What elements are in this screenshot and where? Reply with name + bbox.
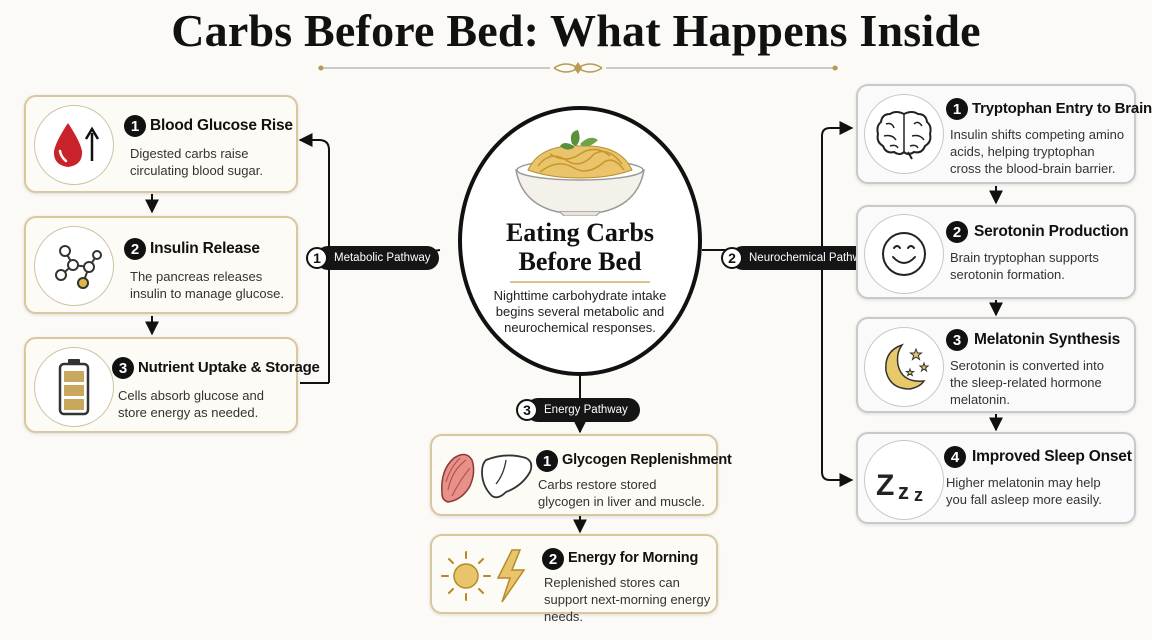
step-title: Energy for Morning	[568, 550, 699, 566]
step-description: Replenished stores can support next-morn…	[544, 575, 711, 624]
neurochemical-pathway-label: Neurochemical Pathway	[749, 252, 874, 264]
energy-pathway-pill: 3 Energy Pathway	[516, 398, 640, 422]
step-number-badge: 3	[946, 329, 968, 351]
energy-step-card-1: 1 Glycogen Replenishment Carbs restore s…	[430, 434, 732, 516]
metabolic-pathway-label: Metabolic Pathway	[334, 252, 431, 264]
step-number-badge: 4	[944, 446, 966, 468]
step-title: Blood Glucose Rise	[150, 117, 293, 134]
step-title: Serotonin Production	[974, 223, 1129, 240]
step-description: Digested carbs raise circulating blood s…	[130, 146, 263, 178]
step-number-badge: 1	[536, 450, 558, 472]
step-title: Improved Sleep Onset	[972, 448, 1132, 465]
step-description: Higher melatonin may help you fall aslee…	[946, 475, 1102, 507]
zzz-icon: Z z z	[864, 440, 944, 520]
step-number-badge: 2	[124, 238, 146, 260]
step-title: Tryptophan Entry to Brain	[972, 100, 1152, 117]
neuro-step-card-2: 2 Serotonin Production Brain tryptophan …	[856, 205, 1136, 299]
center-description: Nighttime carbohydrate intake begins sev…	[493, 288, 667, 335]
smiley-icon	[864, 214, 944, 294]
page-title: Carbs Before Bed: What Happens Inside	[171, 5, 981, 56]
step-description: The pancreas releases insulin to manage …	[130, 269, 284, 301]
molecule-icon	[34, 226, 114, 306]
step-number-badge: 3	[112, 357, 134, 379]
step-description: Carbs restore stored glycogen in liver a…	[538, 477, 705, 509]
step-title: Insulin Release	[150, 240, 260, 257]
brain-icon	[864, 94, 944, 174]
muscle-liver-icon	[441, 453, 533, 503]
center-rule	[510, 281, 650, 283]
metabolic-pathway-number: 1	[306, 247, 328, 269]
step-number-badge: 2	[542, 548, 564, 570]
center-title-line2: Before Bed	[518, 247, 642, 276]
svg-text:z: z	[898, 479, 909, 504]
step-title: Nutrient Uptake & Storage	[138, 359, 320, 376]
neuro-step-card-1: 1 Tryptophan Entry to Brain Insulin shif…	[856, 84, 1152, 184]
metabolic-step-card-1: 1 Blood Glucose Rise Digested carbs rais…	[24, 95, 298, 193]
neurochemical-pathway-number: 2	[721, 247, 743, 269]
energy-step-card-2: 2 Energy for Morning Replenished stores …	[430, 534, 718, 624]
step-number-badge: 1	[124, 115, 146, 137]
title-divider-icon	[318, 62, 838, 74]
step-title: Glycogen Replenishment	[562, 452, 732, 468]
svg-text:z: z	[914, 485, 923, 505]
energy-pathway-label: Energy Pathway	[544, 404, 628, 416]
metabolic-step-card-2: 2 Insulin Release The pancreas releases …	[24, 216, 298, 314]
step-description: Serotonin is converted into the sleep-re…	[950, 358, 1104, 407]
metabolic-step-card-3: 3 Nutrient Uptake & Storage Cells absorb…	[24, 337, 320, 433]
energy-pathway-number: 3	[516, 399, 538, 421]
step-title: Melatonin Synthesis	[974, 331, 1121, 348]
neuro-step-card-4: Z z z 4 Improved Sleep Onset Higher mela…	[856, 432, 1136, 524]
battery-icon	[34, 347, 114, 427]
blood-drop-icon	[34, 105, 114, 185]
neurochemical-pathway-pill: 2 Neurochemical Pathway	[721, 246, 882, 270]
neuro-step-card-3: 3 Melatonin Synthesis Serotonin is conve…	[856, 317, 1136, 413]
center-title-line1: Eating Carbs	[505, 218, 655, 247]
step-description: Cells absorb glucose and store energy as…	[118, 388, 264, 420]
pasta-bowl-icon	[515, 130, 645, 216]
moon-icon	[864, 327, 944, 407]
step-description: Brain tryptophan supports serotonin form…	[950, 250, 1099, 282]
sun-bolt-icon	[441, 549, 526, 603]
svg-text:Z: Z	[876, 469, 894, 502]
step-number-badge: 2	[946, 221, 968, 243]
step-description: Insulin shifts competing amino acids, he…	[950, 127, 1125, 176]
metabolic-pathway-pill: 1 Metabolic Pathway	[306, 246, 439, 270]
step-number-badge: 1	[946, 98, 968, 120]
center-title: Eating Carbs Before Bed	[466, 218, 694, 276]
